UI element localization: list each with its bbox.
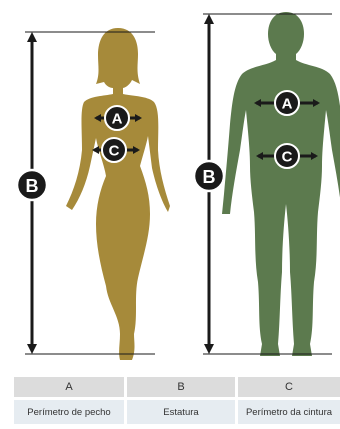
- legend-header-a: A: [14, 377, 124, 397]
- male-marker-c: C: [275, 144, 299, 168]
- legend-header-c: C: [238, 377, 340, 397]
- female-marker-c: C: [102, 138, 126, 162]
- legend-description-waist: Perímetro da cintura: [238, 400, 340, 424]
- male-silhouette: [222, 12, 340, 356]
- legend-description-chest: Perímetro de pecho: [14, 400, 124, 424]
- legend-description-height: Estatura: [127, 400, 235, 424]
- legend-header-b: B: [127, 377, 235, 397]
- male-marker-a: A: [275, 91, 299, 115]
- body-measurement-diagram: A C B A C B: [0, 0, 340, 368]
- measurement-legend-table: A B C Perímetro de pecho Estatura Períme…: [14, 377, 340, 424]
- marker-a-label: A: [282, 96, 293, 113]
- marker-c-label: C: [282, 149, 293, 166]
- marker-b-label: B: [203, 167, 216, 187]
- marker-a-label: A: [112, 111, 123, 128]
- marker-c-label: C: [109, 143, 120, 160]
- marker-b-label: B: [26, 176, 39, 196]
- female-marker-b: B: [17, 170, 47, 200]
- female-marker-a: A: [105, 106, 129, 130]
- male-marker-b: B: [194, 161, 224, 191]
- female-silhouette: [66, 28, 170, 360]
